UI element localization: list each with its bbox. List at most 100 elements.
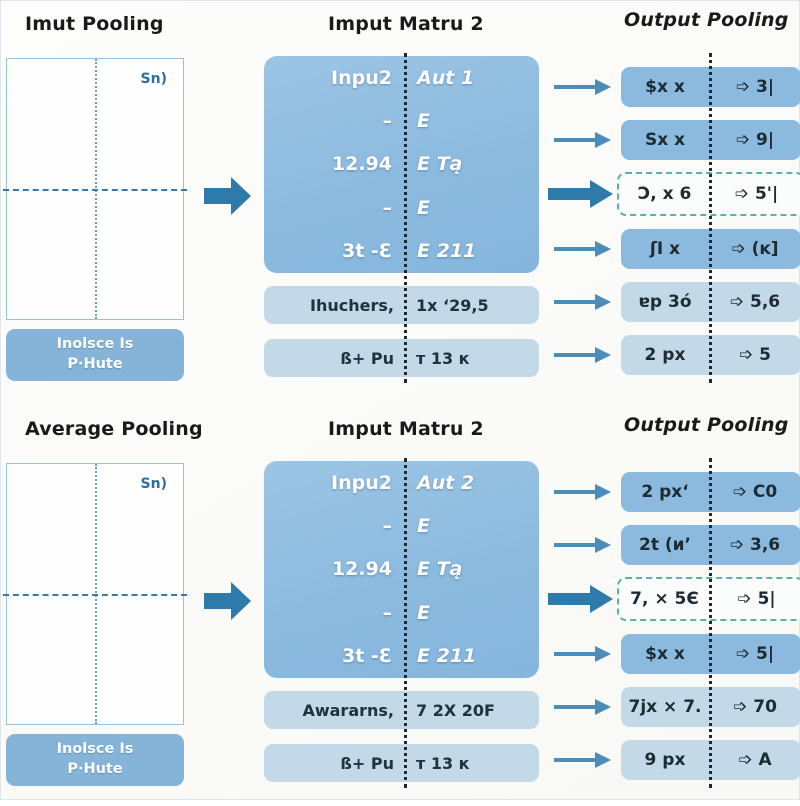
right-column: Output Pooling 2 px‘ ➩ C0 2t (и’ ➩ 3,6 7…: [546, 406, 800, 806]
flow-arrow-icon: [554, 749, 612, 771]
section-average-pooling: Average Pooling Sn) Inolsce Is P·Hute Im…: [1, 406, 800, 806]
matrix-row: 12.94 E Tą: [264, 143, 539, 186]
flow-arrow-icon: [554, 291, 612, 313]
input-grid-panel: Sn): [3, 58, 187, 320]
output-cell-left: 2t (и’: [638, 535, 691, 555]
left-column: Average Pooling Sn) Inolsce Is P·Hute: [1, 406, 251, 806]
input-grid-panel: Sn): [3, 463, 187, 725]
matrix-row: Inpu2 Aut 1: [264, 56, 539, 99]
output-cell-right: ➩ 5'|: [734, 184, 779, 204]
matrix-footer-row: ß+ Рu т 13 к: [264, 744, 539, 782]
footer-cell-right: т 13 к: [416, 753, 470, 773]
output-column-divider: [709, 53, 712, 383]
grid-caption-line-2: P·Hute: [67, 356, 123, 372]
flow-arrow-icon: [554, 344, 612, 366]
matrix-row: 3t -Ɛ E 211: [264, 635, 539, 678]
output-cell-right: ➩ 3|: [735, 77, 775, 97]
matrix-row: – E: [264, 99, 539, 142]
output-cell-left: Ɔ, x 6: [637, 184, 692, 204]
output-cell-right: ➩ 5,6: [729, 292, 781, 312]
grid-caption-line-2: P·Hute: [67, 761, 123, 777]
matrix-cell-right: E Tą: [417, 558, 463, 581]
flow-arrow-icon: [554, 696, 612, 718]
matrix-cell-right: E: [417, 601, 430, 624]
output-cell-left: $x x: [645, 644, 685, 664]
middle-column: Imput Matru 2 Inpu2 Aut 1 – E 12.94 E Tą…: [256, 1, 546, 401]
output-cell-right: ➩ 5|: [735, 644, 775, 664]
matrix-cell-right: Aut 1: [417, 66, 475, 89]
flow-arrow-primary: [204, 173, 252, 219]
matrix-row: 12.94 E Tą: [264, 548, 539, 591]
left-column: Imut Pooling Sn) Inolsce Is P·Hute: [1, 1, 251, 401]
matrix-cell-right: E: [417, 515, 430, 538]
matrix-cell-left: Inpu2: [331, 66, 392, 89]
flow-arrow-icon-emphasis: [548, 178, 614, 210]
matrix-cell-right: E 211: [417, 645, 477, 668]
footer-cell-right: 7 2X 20F: [416, 700, 495, 720]
input-matrix-card: Inpu2 Aut 2 – E 12.94 E Tą – E 3t -Ɛ E: [264, 461, 539, 678]
matrix-row: – E: [264, 186, 539, 229]
right-column: Output Pooling $x x ➩ 3| Sx х ➩ 9|: [546, 1, 800, 401]
grid-tag-label: Sn): [140, 476, 167, 492]
footer-cell-right: 1x ‘29,5: [416, 295, 489, 315]
output-cell-left: 2 px‘: [641, 482, 689, 502]
output-cell-right: ➩ 70: [733, 697, 777, 717]
matrix-cell-left: 3t -Ɛ: [341, 240, 392, 263]
matrix-cell-left: 12.94: [331, 558, 392, 581]
matrix-column-divider: [404, 458, 407, 788]
footer-cell-left: ß+ Рu: [340, 753, 394, 773]
footer-cell-right: т 13 к: [416, 348, 470, 368]
grid-horizontal-divider: [3, 594, 187, 596]
flow-arrow-icon: [554, 129, 612, 151]
matrix-title: Imput Matru 2: [328, 13, 484, 35]
output-row-highlighted: 7, × 5Є ➩ 5|: [617, 577, 800, 621]
matrix-cell-right: E 211: [417, 240, 477, 263]
output-cell-left: 7, × 5Є: [630, 589, 699, 609]
flow-arrow-icon: [554, 534, 612, 556]
section-max-pooling: Imut Pooling Sn) Inolsce Is P·Hute Imput…: [1, 1, 800, 401]
matrix-row: 3t -Ɛ E 211: [264, 230, 539, 273]
output-row: 7jx × 7. ➩ 70: [621, 687, 800, 727]
matrix-cell-right: E Tą: [417, 153, 463, 176]
output-cell-right: ➩ (ĸ]: [731, 239, 779, 259]
footer-cell-left: ß+ Рu: [340, 348, 394, 368]
page-title: Average Pooling: [25, 418, 203, 440]
output-cell-left: 9 px: [644, 750, 686, 770]
flow-arrow-icon: [554, 76, 612, 98]
output-column-divider: [709, 458, 712, 788]
matrix-cell-left: –: [382, 601, 393, 624]
grid-caption-line-1: Inolsce Is: [56, 336, 134, 353]
matrix-cell-left: –: [382, 515, 393, 538]
output-cell-left: Sx х: [644, 130, 686, 150]
output-cell-right: ➩ 5: [739, 345, 771, 365]
output-cell-left: 7jx × 7.: [628, 697, 702, 717]
output-cell-left: 2 px: [644, 345, 686, 365]
output-cell-right: ➩ 5|: [737, 589, 776, 609]
output-cell-right: ➩ 3,6: [729, 535, 781, 555]
matrix-cell-right: E: [417, 110, 430, 133]
matrix-cell-right: E: [417, 196, 430, 219]
flow-arrow-icon: [554, 643, 612, 665]
matrix-cell-left: –: [382, 110, 393, 133]
footer-cell-left: Ihuchers,: [310, 295, 394, 315]
matrix-cell-left: –: [382, 196, 393, 219]
output-cell-right: ➩ A: [738, 750, 772, 770]
flow-arrow-primary: [204, 578, 252, 624]
matrix-cell-left: 12.94: [331, 153, 392, 176]
matrix-row: – E: [264, 591, 539, 634]
matrix-row: – E: [264, 504, 539, 547]
middle-column: Imput Matru 2 Inpu2 Aut 2 – E 12.94 E Tą…: [256, 406, 546, 806]
matrix-cell-left: 3t -Ɛ: [341, 645, 392, 668]
output-row-highlighted: Ɔ, x 6 ➩ 5'|: [617, 172, 800, 216]
flow-arrow-icon: [554, 481, 612, 503]
page-title: Imut Pooling: [25, 13, 164, 35]
grid-caption-badge: Inolsce Is P·Hute: [6, 734, 184, 786]
matrix-footer-row: Awararns, 7 2X 20F: [264, 691, 539, 729]
input-matrix-card: Inpu2 Aut 1 – E 12.94 E Tą – E 3t -Ɛ E: [264, 56, 539, 273]
output-cell-right: ➩ C0: [732, 482, 778, 502]
matrix-footer-row: Ihuchers, 1x ‘29,5: [264, 286, 539, 324]
grid-caption-line-1: Inolsce Is: [56, 741, 134, 758]
output-cell-left: ʃI x: [649, 239, 681, 259]
matrix-cell-left: Inpu2: [331, 471, 392, 494]
